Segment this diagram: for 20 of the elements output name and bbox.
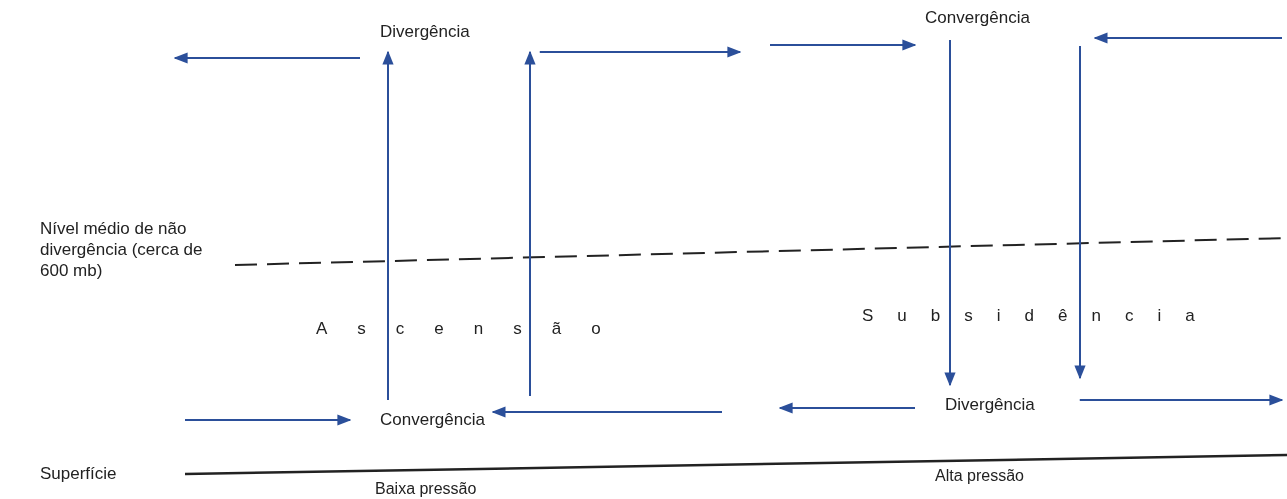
wind-label: Divergência: [945, 395, 1035, 415]
arrow: [184, 414, 352, 426]
surface-label: Superfície: [40, 463, 117, 484]
wind-label: Convergência: [380, 410, 485, 430]
arrow: [778, 402, 916, 414]
arrow: [769, 39, 917, 51]
arrow: [944, 39, 956, 387]
arrow: [491, 406, 723, 418]
arrow: [524, 50, 536, 397]
pressure-label: Baixa pressão: [375, 479, 477, 499]
arrow: [538, 46, 742, 58]
arrow: [1093, 32, 1283, 44]
wind-label: Convergência: [925, 8, 1030, 28]
pressure-label: Alta pressão: [935, 466, 1024, 486]
arrow: [1078, 394, 1284, 406]
arrow: [173, 52, 361, 64]
level-note: Nível médio de não divergência (cerca de 600 mb): [40, 218, 204, 281]
wind-label: Divergência: [380, 22, 470, 42]
arrow: [1074, 45, 1086, 380]
arrow: [382, 50, 394, 401]
